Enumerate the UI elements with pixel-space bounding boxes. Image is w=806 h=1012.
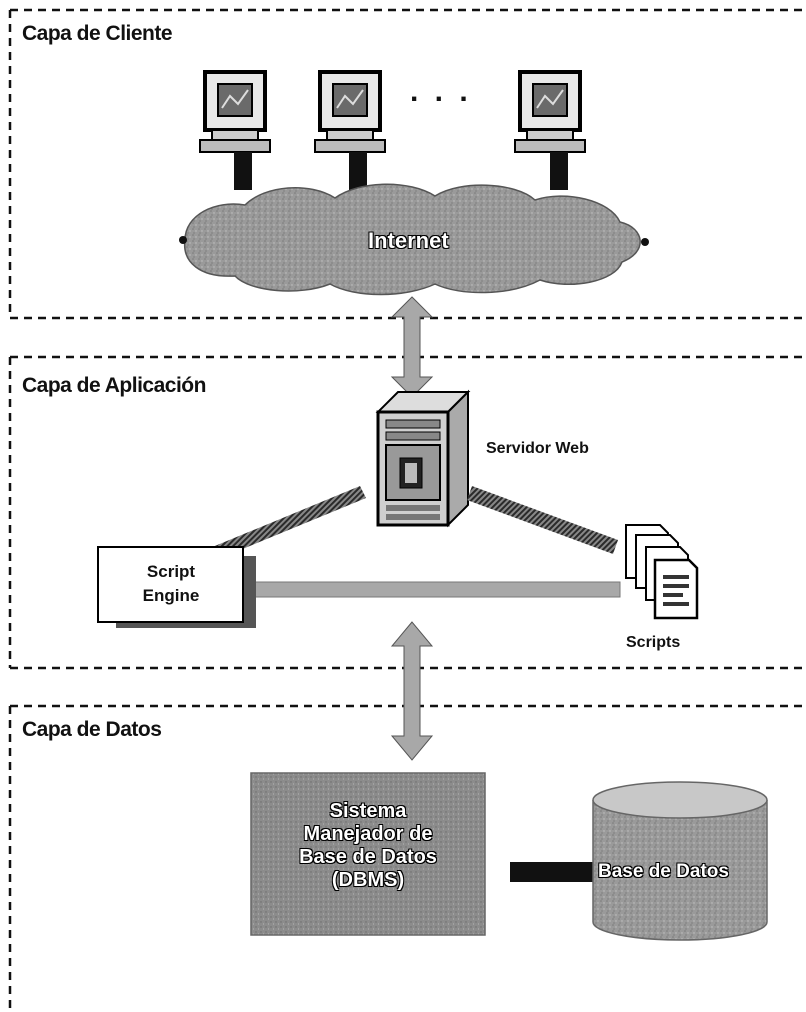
dbms-label-line4: (DBMS) [331, 869, 405, 891]
client-computer-2 [314, 70, 386, 190]
client-computer-3 [514, 70, 586, 190]
ellipsis: . . . [410, 75, 472, 108]
script-engine-label-line2: Engine [142, 586, 200, 605]
web-server-icon [375, 389, 471, 528]
scripts-icon [625, 524, 699, 620]
database-label: Base de Datos [598, 861, 729, 882]
dbms-label: Sistema Manejador de Base de Datos (DBMS… [251, 800, 485, 892]
script-engine-label: Script Engine [100, 560, 242, 608]
dbms-label-line1: Sistema [329, 800, 407, 822]
internet-server-arrow [390, 296, 434, 398]
dbms-label-line2: Manejador de [303, 823, 433, 845]
internet-label: Internet [368, 228, 449, 253]
database-icon [592, 781, 768, 941]
application-layer-title: Capa de Aplicación [22, 374, 206, 397]
engine-scripts-connector [249, 581, 621, 598]
internet-cloud [179, 183, 649, 296]
client-layer-title: Capa de Cliente [22, 22, 173, 45]
web-server-label: Servidor Web [486, 440, 589, 457]
scripts-label: Scripts [626, 634, 681, 651]
server-engine-connector [210, 486, 366, 560]
data-layer-title: Capa de Datos [22, 718, 162, 741]
script-engine-box [97, 546, 256, 628]
dbms-database-connector [510, 862, 600, 882]
dbms-label-line3: Base de Datos [299, 846, 437, 868]
client-computer-1 [199, 70, 271, 190]
dbms-box [250, 772, 486, 936]
server-scripts-connector [467, 486, 618, 554]
script-engine-label-line1: Script [146, 562, 196, 581]
application-data-arrow [390, 621, 434, 761]
